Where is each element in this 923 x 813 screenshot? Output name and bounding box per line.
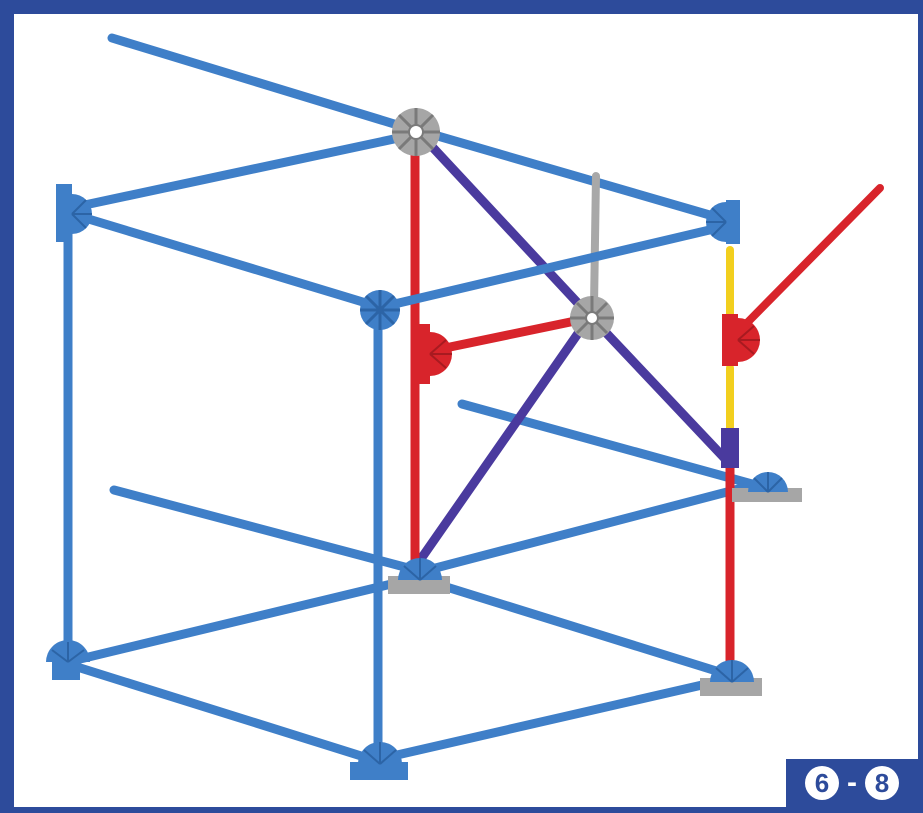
connector-top-left (56, 184, 92, 242)
red-rod-horizontal-middle (421, 315, 585, 357)
connector-top-front (360, 290, 400, 330)
blue-rod-top-front-left (67, 209, 381, 311)
purple-rod-diagonal-bottom (411, 317, 591, 571)
blue-rod-bottom-right (419, 575, 731, 679)
step-number-from: 6 (805, 766, 839, 800)
rods-red (410, 133, 884, 667)
rods-diagonal (411, 133, 735, 571)
blue-rod-mid-back (457, 399, 757, 489)
blue-rod-bottom-back-left (109, 485, 417, 574)
blue-rod-bottom-back-right (419, 481, 755, 576)
connector-top-right (706, 200, 740, 244)
step-separator: - (847, 766, 857, 799)
rods-back (61, 33, 757, 576)
purple-rod-diagonal-right (589, 315, 735, 469)
blue-rod-bottom-front-left (69, 661, 379, 765)
connector-bottom-left (46, 640, 90, 680)
rods-front (63, 209, 731, 765)
connector-bottom-front (350, 742, 408, 780)
instruction-panel: 6 - 8 (14, 14, 918, 807)
connector-mid-right (732, 472, 802, 502)
step-number-to: 8 (865, 766, 899, 800)
connector-top-back-center (392, 108, 440, 156)
connector-red-right (722, 314, 760, 366)
assembly-diagram (46, 33, 884, 780)
blue-rod-top-front-right (381, 223, 723, 311)
red-rod-angled-right (740, 184, 884, 330)
blue-rod-top-back-left (107, 33, 419, 135)
blue-rod-bottom-left-back (71, 575, 413, 665)
blue-rod-bottom-front-right (379, 675, 729, 763)
connector-red-middle (412, 324, 452, 384)
connector-purple-right (721, 428, 739, 468)
step-badge: 6 - 8 (786, 759, 918, 807)
connector-bottom-right (700, 660, 762, 696)
blue-rod-top-back-right (419, 127, 725, 223)
gray-rod-vertical (590, 172, 600, 310)
connector-center-gray (570, 296, 614, 340)
connector-bottom-back (388, 558, 450, 594)
purple-rod-diagonal-top (419, 133, 593, 319)
blue-rod-top-left-back (61, 131, 413, 214)
